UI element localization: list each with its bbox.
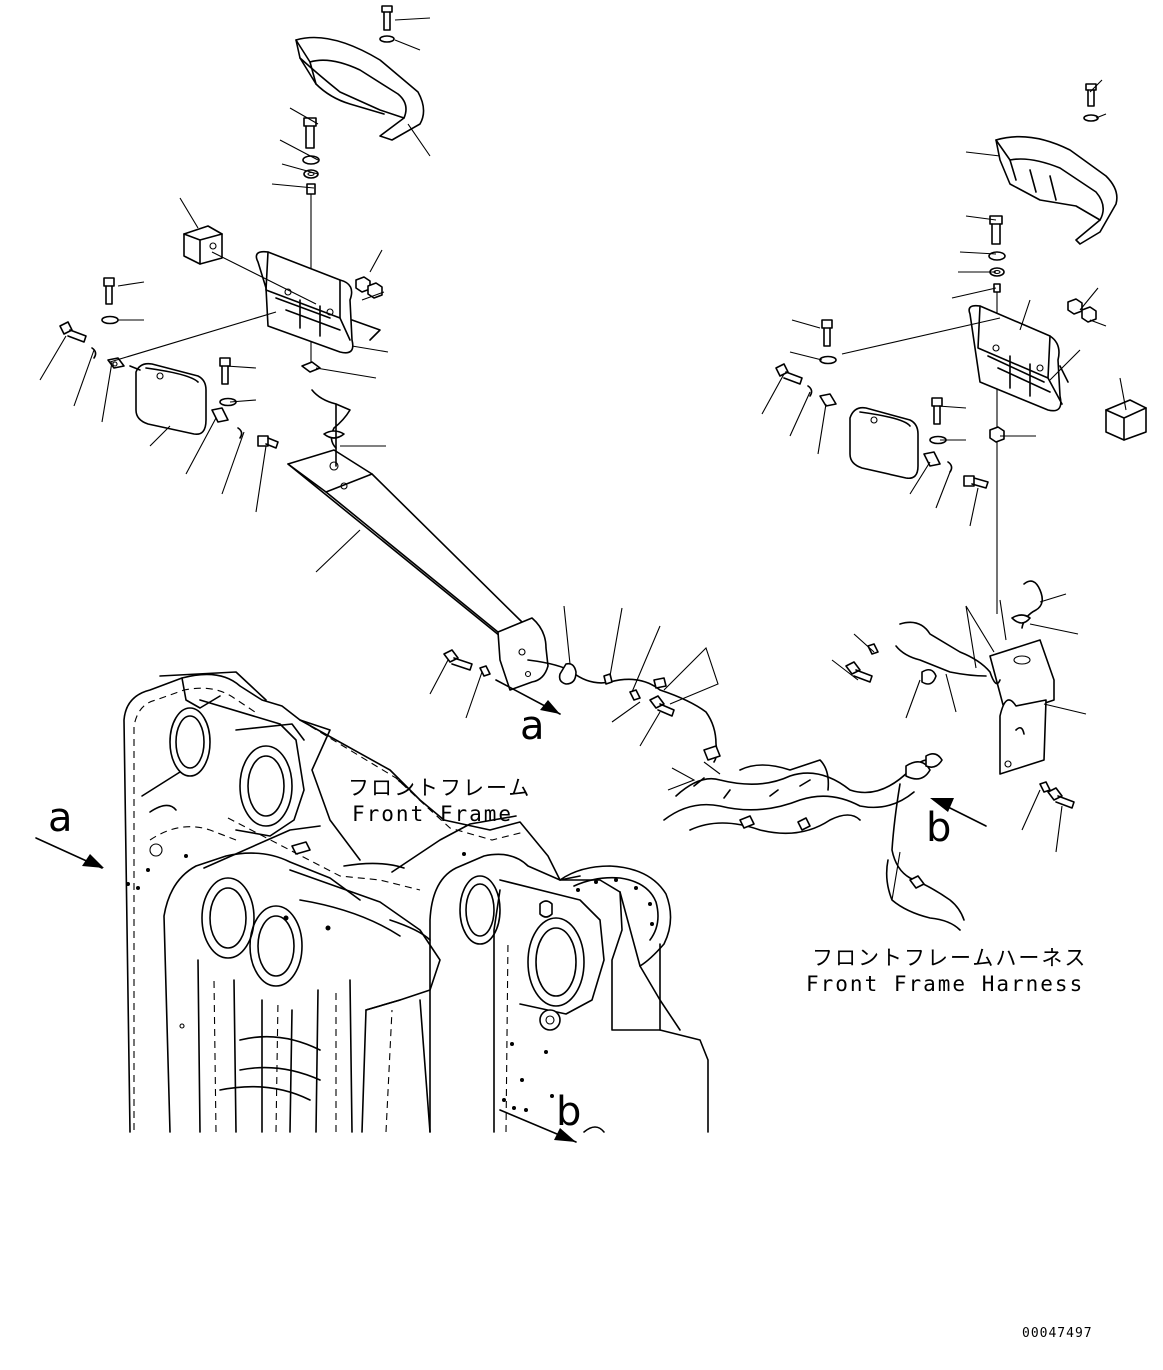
left-lamp-bracket: [255, 250, 381, 354]
harness-label-en: Front Frame Harness: [806, 972, 1085, 996]
view-marker-b-bottom: b: [556, 1089, 582, 1135]
left-top-bolt: [379, 5, 395, 43]
front-frame-harness: [663, 752, 965, 931]
document-number: 00047497: [1022, 1326, 1093, 1341]
left-lamp-pole: [287, 463, 549, 691]
view-marker-a-top: a: [520, 703, 545, 749]
right-nuts: [1067, 298, 1097, 323]
view-marker-a-left: a: [48, 795, 73, 841]
view-arrows: [35, 679, 987, 1143]
right-lamp-assembly: [663, 83, 1147, 931]
left-pole-bolts: [443, 649, 675, 717]
view-marker-b-right: b: [926, 805, 952, 851]
left-lamp-assembly: [59, 5, 721, 763]
right-lamp-bracket: [968, 304, 1069, 412]
right-lamp-bolts: [775, 319, 1005, 489]
front-frame-label-jp: フロントフレーム: [348, 776, 532, 800]
left-harness: [527, 659, 721, 763]
right-beacon-cube: [1105, 399, 1147, 441]
front-frame: [123, 671, 709, 1133]
left-lamp-clip: [107, 357, 125, 369]
right-harness: [845, 580, 1075, 809]
right-top-bolt: [1083, 83, 1099, 122]
left-mount-plate: [287, 389, 373, 493]
front-frame-label-en: Front Frame: [352, 802, 514, 826]
left-work-lamp: [129, 362, 207, 436]
right-bolt-stack: [988, 215, 1006, 614]
harness-label-jp: フロントフレームハーネス: [812, 946, 1088, 970]
leader-lines: [39, 17, 1127, 901]
right-lamp-guard: [995, 135, 1118, 245]
left-beacon-cube: [183, 225, 223, 265]
right-mount-bracket: [989, 639, 1055, 775]
right-work-lamp: [849, 406, 919, 480]
left-nuts: [355, 276, 383, 299]
left-lamp-guard: [295, 36, 425, 141]
